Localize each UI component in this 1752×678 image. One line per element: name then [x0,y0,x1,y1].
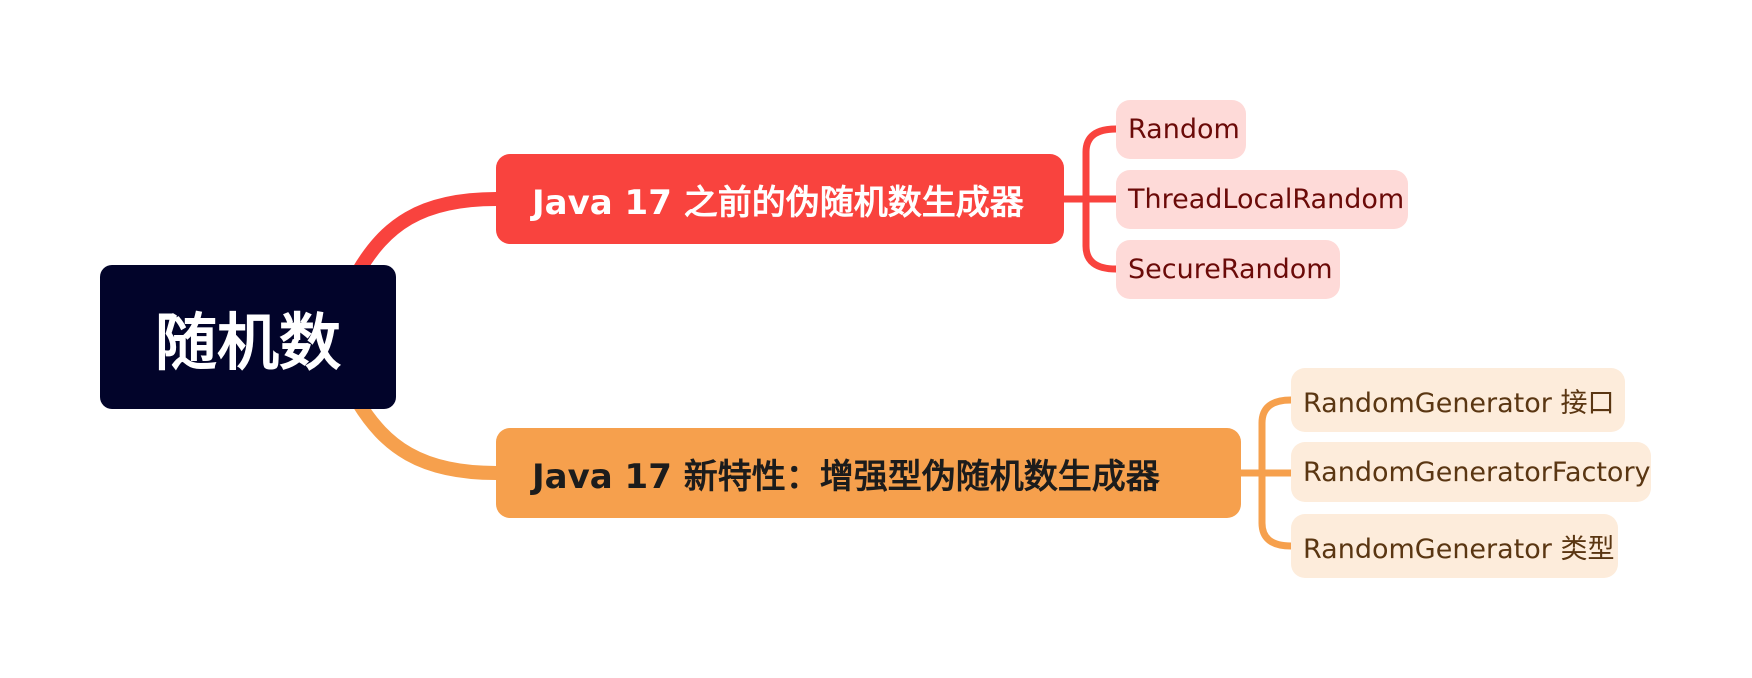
leaf-label: SecureRandom [1128,254,1333,285]
leaf-label: Random [1128,114,1240,145]
connector-branch-1-to-leaves [1060,125,1120,273]
leaf-label: RandomGenerator 接口 [1303,387,1615,419]
leaf-node-securerandom[interactable]: SecureRandom [1116,240,1340,299]
branch-node-pre-java17[interactable]: Java 17 之前的伪随机数生成器 [496,154,1064,244]
connector-root-to-branch-2 [351,395,503,480]
leaf-node-randomgeneratorfactory[interactable]: RandomGeneratorFactory [1291,442,1651,502]
leaf-label: RandomGenerator 类型 [1303,533,1615,565]
leaf-node-random[interactable]: Random [1116,100,1246,159]
branch-label: Java 17 之前的伪随机数生成器 [532,182,1024,223]
leaf-label: ThreadLocalRandom [1128,184,1405,215]
branch-node-java17-features[interactable]: Java 17 新特性：增强型伪随机数生成器 [496,428,1241,518]
root-node[interactable]: 随机数 [100,265,396,409]
leaf-label: RandomGeneratorFactory [1303,456,1651,488]
leaf-node-randomgenerator-interface[interactable]: RandomGenerator 接口 [1291,368,1625,432]
leaf-node-threadlocalrandom[interactable]: ThreadLocalRandom [1116,170,1408,229]
connector-branch-2-to-leaves [1237,396,1295,550]
leaf-node-randomgenerator-types[interactable]: RandomGenerator 类型 [1291,514,1618,578]
branch-label: Java 17 新特性：增强型伪随机数生成器 [532,456,1160,497]
root-label: 随机数 [154,306,341,379]
connector-root-to-branch-1 [351,192,503,279]
